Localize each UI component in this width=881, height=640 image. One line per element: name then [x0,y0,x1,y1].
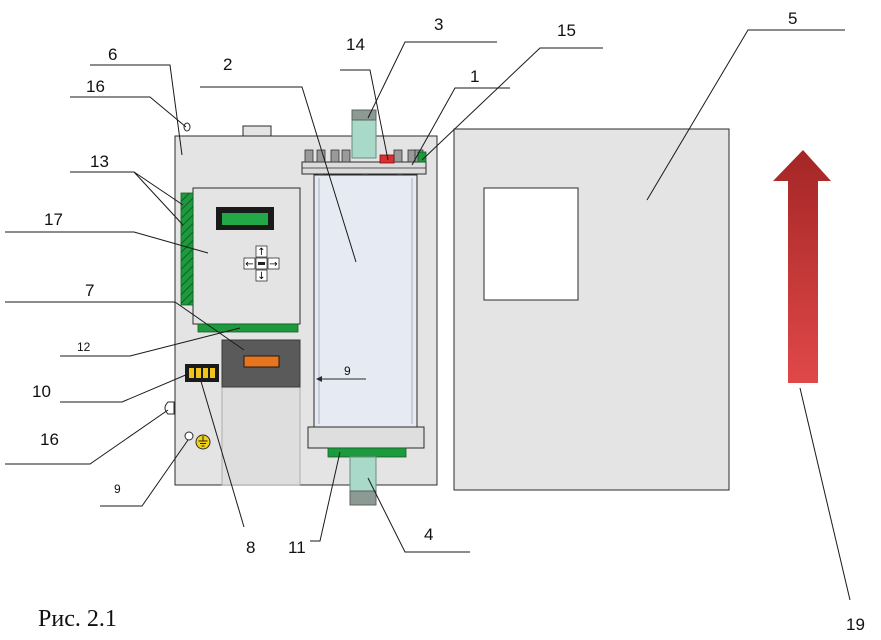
label-6: 6 [108,45,117,64]
bolt [393,149,403,163]
key-right [267,257,280,270]
connector-pin-4 [210,368,215,378]
leader-9 [100,439,189,507]
column-body [313,174,418,428]
indicator-orange [243,355,280,368]
internal-arrow-head [316,376,322,382]
leader-1 [411,87,510,166]
label-14: 14 [346,35,365,54]
label-13: 13 [90,152,109,171]
bolt [341,149,351,163]
label-19: 19 [846,615,865,634]
connector-pin-1 [189,368,194,378]
leader-5 [646,29,845,201]
green-terminal [417,151,427,163]
arrow-right-icon: → [269,259,277,270]
terminal-connector [185,364,219,382]
leader-13 [70,171,184,206]
leader-14 [340,69,389,161]
leader-2 [200,86,357,263]
door-window [483,187,579,301]
label-17: 17 [44,210,63,229]
label-16-bottom: 16 [40,430,59,449]
label-16-top: 16 [86,77,105,96]
top-pipe-cap [351,109,377,121]
arrow-down-icon: ↓ [257,271,265,282]
key-center-bar [258,262,265,265]
leader-10 [60,373,189,403]
label-3: 3 [434,15,443,34]
label-11: 11 [288,538,306,557]
label-4: 4 [424,525,433,544]
arrow-up-icon: ↑ [257,247,265,258]
leader-16a [70,96,187,128]
label-1: 1 [470,67,479,86]
side-terminal-strip [180,192,194,306]
cabinet-top-bracket [242,125,272,137]
label-7: 7 [85,281,94,300]
ground-icon [195,434,211,450]
leader-3 [367,41,497,119]
leader-15 [421,47,603,161]
leader-7 [5,301,245,351]
label-9-inner: 9 [344,364,351,378]
lower-module [221,339,301,486]
label-9-bottom: 9 [114,482,121,496]
hanging-loop [183,122,191,132]
label-8: 8 [246,538,255,557]
key-left [243,257,256,270]
leader-11 [310,451,341,542]
door-panel [453,128,730,491]
leader-8 [199,377,245,528]
connector-pin-2 [196,368,201,378]
bolt [304,149,314,163]
label-5: 5 [788,9,797,28]
label-2: 2 [223,55,232,74]
leader-4 [367,477,470,553]
side-hook [164,401,175,415]
leader-lines [5,29,851,601]
leader-19 [799,387,851,601]
airflow-arrow-shape [773,150,831,383]
door-body [453,128,730,491]
keypad: ↑ ← → ↓ [243,245,280,282]
connector-pin-3 [203,368,208,378]
bottom-pipe-cap [349,490,377,506]
ground-bolt [184,431,194,441]
leader-6 [90,64,183,156]
label-12: 12 [77,340,91,354]
leader-12 [60,327,241,357]
control-unit: ↑ ← → ↓ [192,187,301,325]
key-down [255,269,268,282]
column-base [307,426,425,449]
label-15: 15 [557,21,576,40]
figure-caption: Рис. 2.1 [38,606,117,632]
leader-13b [133,171,184,226]
green-rail [197,323,299,333]
ground-terminal [184,431,211,450]
label-10: 10 [32,382,51,401]
leader-16b [5,409,169,465]
electrode-column [301,109,427,506]
airflow-arrow [773,150,831,383]
bolt [330,149,340,163]
arrow-left-icon: ← [245,259,253,270]
labels: 6 16 13 17 7 12 10 16 9 8 11 4 2 14 3 15… [32,9,865,634]
leader-17 [5,231,209,254]
key-up [255,245,268,258]
control-display-screen [222,213,268,225]
